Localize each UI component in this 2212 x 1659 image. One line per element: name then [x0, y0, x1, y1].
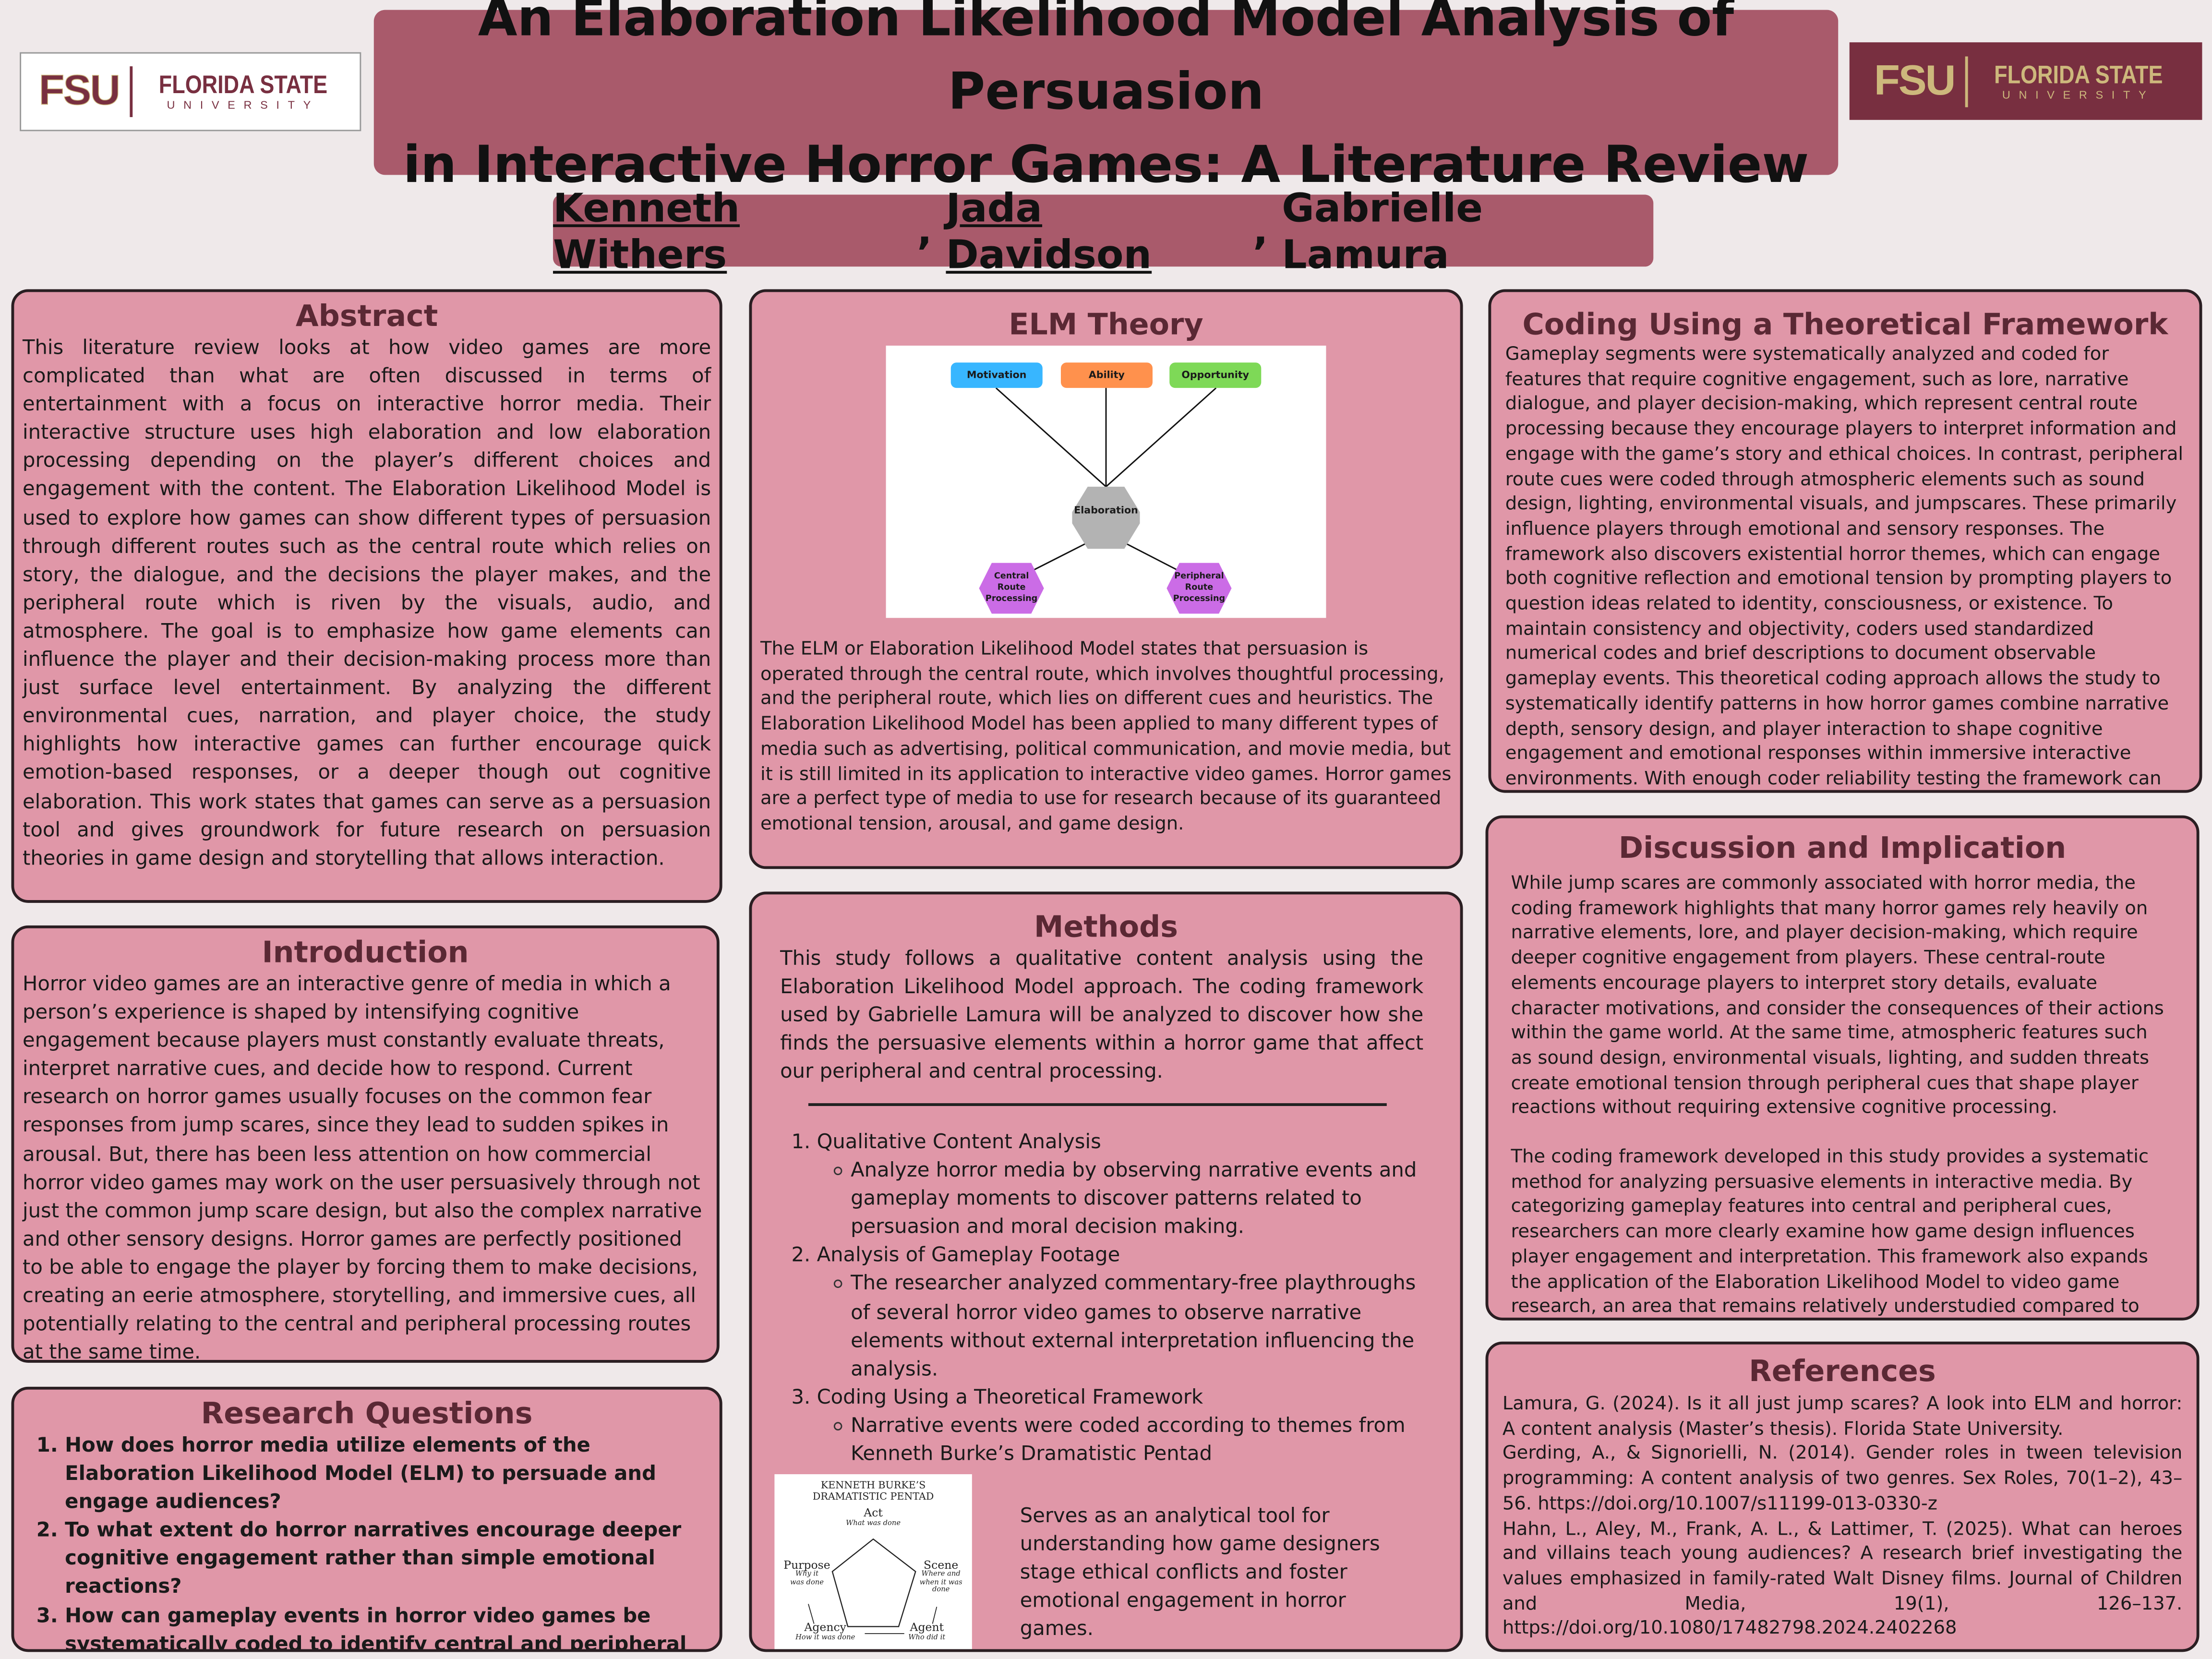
fsu-monogram: FSU	[1874, 57, 1956, 104]
coding-framework-panel: Coding Using a Theoretical Framework Gam…	[1488, 289, 2202, 793]
logo-divider	[130, 66, 133, 117]
section-heading: Abstract	[295, 299, 438, 333]
elaboration-node-shape	[1072, 486, 1140, 549]
authors: Kenneth Withers, Jada Davidson, Gabriell…	[553, 184, 1654, 277]
poster-title: An Elaboration Likelihood Model Analysis…	[373, 0, 1839, 194]
author: Gabrielle Lamura	[1282, 184, 1483, 277]
author: Jada Davidson	[946, 184, 1152, 277]
section-heading: ELM Theory	[1009, 307, 1203, 342]
reference-item: Lamura, G. (2024). Is it all just jump s…	[1502, 1394, 2183, 1440]
author: Kenneth Withers	[553, 184, 740, 277]
divider	[808, 1104, 1387, 1106]
elm-diagram: Motivation Ability Opportunity Elaborati…	[886, 346, 1326, 618]
elm-text: The ELM or Elaboration Likelihood Model …	[760, 639, 1452, 835]
pentagon-shape	[808, 1539, 938, 1635]
research-question: To what extent do horror narratives enco…	[65, 1517, 711, 1602]
introduction-text: Horror video games are an interactive ge…	[23, 973, 702, 1363]
peripheral-route-shape	[1166, 563, 1232, 614]
method-item: Coding Using a Theoretical FrameworkNarr…	[817, 1383, 1432, 1468]
section-heading: Coding Using a Theoretical Framework	[1522, 307, 2168, 342]
section-heading: References	[1749, 1354, 1936, 1388]
methods-panel: Methods This study follows a qualitative…	[749, 891, 1463, 1652]
central-route-shape	[979, 563, 1044, 614]
section-heading: Research Questions	[201, 1396, 533, 1431]
research-question: How does horror media utilize elements o…	[65, 1432, 711, 1517]
section-heading: Introduction	[262, 935, 469, 969]
peripheral-route-node: Peripheral Route Processing	[1173, 571, 1226, 604]
fsu-monogram: FSU	[38, 68, 121, 115]
references-panel: References Lamura, G. (2024). Is it all …	[1485, 1341, 2200, 1652]
central-route-node: Central Route Processing	[985, 571, 1038, 604]
opportunity-node: Opportunity	[1169, 362, 1262, 388]
abstract-text: This literature review looks at how vide…	[23, 337, 711, 870]
elm-theory-panel: ELM Theory Motivation Ability Opportunit…	[749, 289, 1463, 869]
introduction-panel: Introduction Horror video games are an i…	[11, 925, 720, 1363]
motivation-node: Motivation	[950, 362, 1043, 388]
section-heading: Discussion and Implication	[1618, 830, 2067, 865]
logo-divider	[1965, 56, 1968, 107]
discussion-paragraph: The coding framework developed in this s…	[1511, 1147, 2149, 1318]
abstract-panel: Abstract This literature review looks at…	[11, 289, 722, 903]
research-questions-panel: Research Questions How does horror media…	[11, 1386, 722, 1652]
ability-node: Ability	[1060, 362, 1153, 388]
discussion-panel: Discussion and Implication While jump sc…	[1485, 815, 2200, 1321]
discussion-paragraph: While jump scares are commonly associate…	[1511, 873, 2164, 1119]
methods-intro: This study follows a qualitative content…	[780, 948, 1424, 1084]
section-heading: Methods	[1034, 910, 1178, 944]
diagram-connectors	[979, 387, 1232, 614]
coding-text: Gameplay segments were systematically an…	[1505, 344, 2184, 790]
elaboration-node: Elaboration	[1074, 505, 1138, 516]
reference-item: Gerding, A., & Signorielli, N. (2014). G…	[1502, 1443, 2183, 1515]
pentad-caption: Serves as an analytical tool for underst…	[1020, 1505, 1380, 1641]
research-question: How can gameplay events in horror video …	[65, 1602, 711, 1649]
reference-item: Hahn, L., Aley, M., Frank, A. L., & Latt…	[1502, 1518, 2183, 1640]
